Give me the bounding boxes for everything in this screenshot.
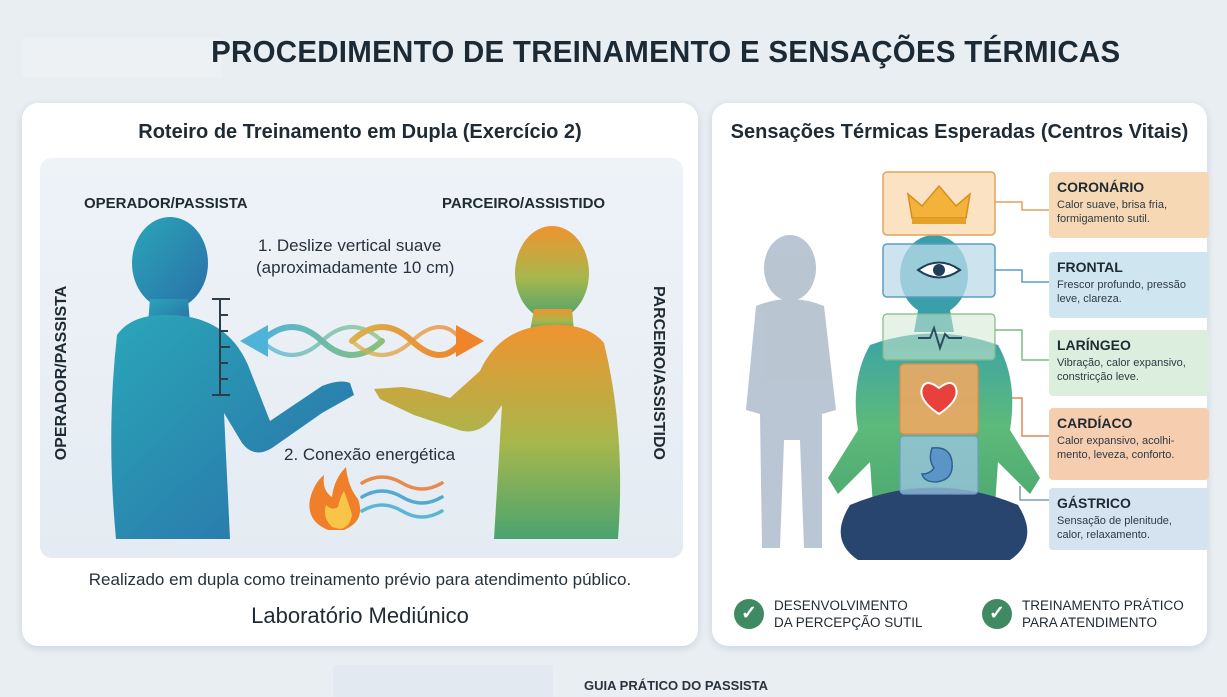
air-waves-icon xyxy=(360,475,444,519)
training-caption: Realizado em dupla como treinamento prév… xyxy=(88,570,632,589)
badge-perception-line-2: DA PERCEPÇÃO SUTIL xyxy=(774,615,923,630)
center-laringeo: LARÍNGEO Vibração, calor expansivo, cons… xyxy=(1049,330,1209,396)
center-gastrico-title: GÁSTRICO xyxy=(1057,495,1131,511)
check-icon: ✓ xyxy=(982,599,1012,629)
operator-label: OPERADOR/PASSISTA xyxy=(84,195,248,212)
partner-label: PARCEIRO/ASSISTIDO xyxy=(442,195,606,212)
center-laringeo-desc: Vibração, calor expansivo, constricção l… xyxy=(1057,357,1186,383)
training-card: Roteiro de Treinamento em Dupla (Exercíc… xyxy=(22,103,698,646)
laboratory-subtitle: Laboratório Mediúnico xyxy=(251,603,469,628)
check-icon: ✓ xyxy=(734,599,764,629)
operator-vertical-label: OPERADOR/PASSISTA xyxy=(53,285,70,461)
center-coronario-title: CORONÁRIO xyxy=(1057,179,1145,195)
badge-perception-line-1: DESENVOLVIMENTO xyxy=(774,598,908,613)
footer-title: GUIA PRÁTICO DO PASSISTA xyxy=(584,678,768,693)
center-cardiaco-title: CARDÍACO xyxy=(1057,415,1133,431)
training-heading: Roteiro de Treinamento em Dupla (Exercíc… xyxy=(138,121,582,143)
badge-training-line-1: TREINAMENTO PRÁTICO xyxy=(1022,598,1184,613)
center-frontal-title: FRONTAL xyxy=(1057,259,1123,275)
ruler-icon xyxy=(212,298,230,396)
operator-figure xyxy=(111,217,354,539)
badge-training-line-2: PARA ATENDIMENTO xyxy=(1022,615,1158,630)
partner-figure xyxy=(374,226,621,539)
center-gastrico: GÁSTRICO Sensação de plenitude, calor, r… xyxy=(1049,488,1209,550)
center-frontal: FRONTAL Frescor profundo, pressão leve, … xyxy=(1049,252,1209,318)
wave-arrows-icon xyxy=(240,324,484,358)
partner-vertical-label: PARCEIRO/ASSISTIDO xyxy=(650,286,667,460)
training-illustration xyxy=(111,217,621,539)
center-frontal-desc: Frescor profundo, pressão leve, clareza. xyxy=(1057,279,1187,305)
step-1-line-2: (aproximadamente 10 cm) xyxy=(256,258,455,277)
center-cardiaco-desc: Calor expansivo, acolhi-mento, leveza, c… xyxy=(1057,435,1175,461)
step-1-line-1: 1. Deslize vertical suave xyxy=(258,236,442,255)
header-strip xyxy=(22,38,222,78)
center-coronario: CORONÁRIO Calor suave, brisa fria, formi… xyxy=(1049,172,1209,238)
page-title: PROCEDIMENTO DE TREINAMENTO E SENSAÇÕES … xyxy=(211,34,1121,69)
center-coronario-desc: Calor suave, brisa fria, formigamento su… xyxy=(1057,199,1168,225)
center-cardiaco: CARDÍACO Calor expansivo, acolhi-mento, … xyxy=(1049,408,1209,480)
footer-strip xyxy=(333,665,553,697)
center-gastrico-desc: Sensação de plenitude, calor, relaxament… xyxy=(1057,515,1172,541)
center-laringeo-title: LARÍNGEO xyxy=(1057,337,1131,353)
flame-icon xyxy=(309,467,361,530)
step-2-label: 2. Conexão energética xyxy=(284,445,456,464)
thermal-heading: Sensações Térmicas Esperadas (Centros Vi… xyxy=(730,121,1189,143)
